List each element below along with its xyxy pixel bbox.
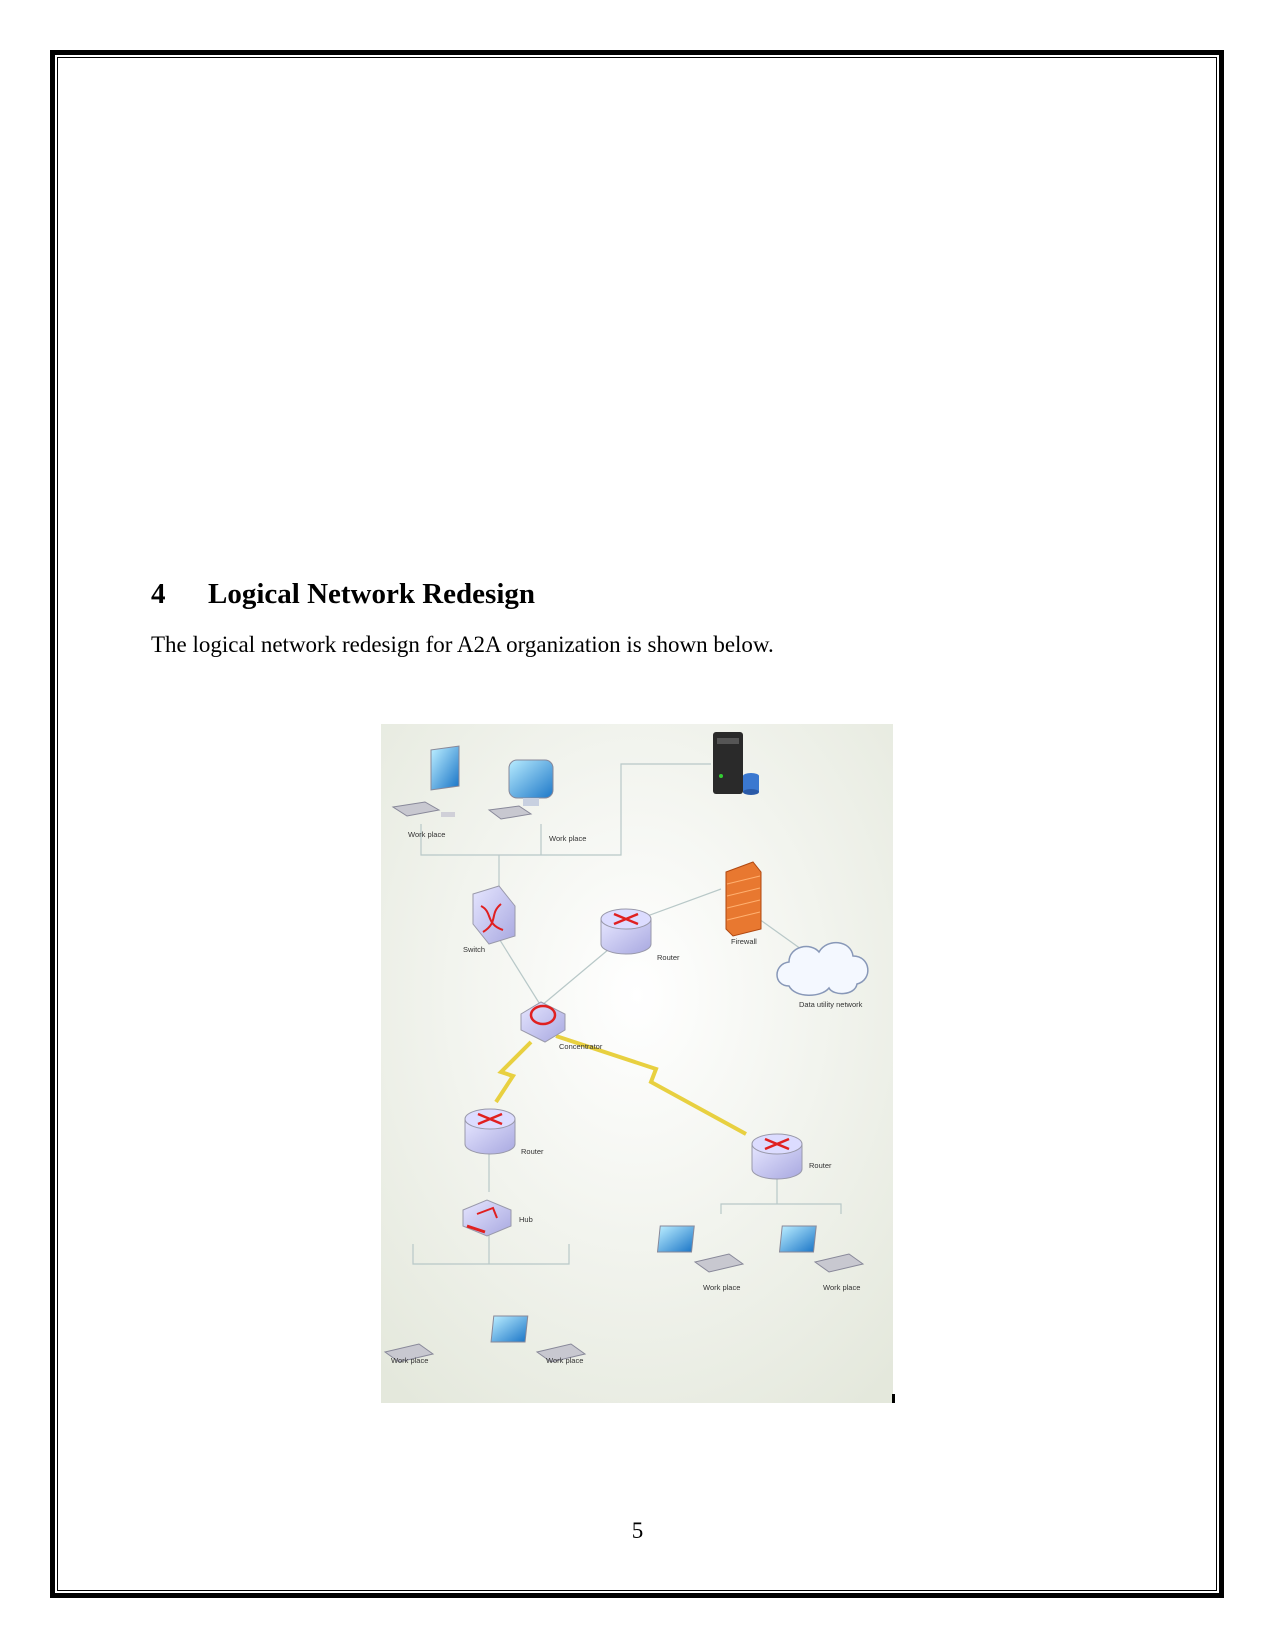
- workplace-6-icon: [778, 1225, 865, 1273]
- hub-label: Hub: [519, 1215, 533, 1224]
- network-diagram: Work place Work place Switch Router: [381, 724, 893, 1403]
- hub-icon: [462, 1199, 512, 1237]
- workplace-6-label: Work place: [823, 1283, 860, 1292]
- workplace-5-icon: [656, 1225, 745, 1273]
- wan-link-left: [494, 1040, 533, 1104]
- firewall-icon: [725, 861, 762, 937]
- workplace-1-label: Work place: [408, 830, 445, 839]
- workplace-3-icon: [383, 1343, 435, 1363]
- workplace-2-label: Work place: [549, 834, 586, 843]
- firewall-label: Firewall: [731, 937, 757, 946]
- router-left-icon: [464, 1108, 516, 1155]
- switch-icon: [472, 885, 516, 945]
- cloud-icon: [776, 942, 869, 996]
- workplace-5-label: Work place: [703, 1283, 740, 1292]
- router-left-label: Router: [521, 1147, 544, 1156]
- workplace-2-icon: [487, 759, 554, 820]
- concentrator-icon: [520, 1001, 566, 1043]
- intro-paragraph: The logical network redesign for A2A org…: [151, 632, 774, 657]
- workplace-3-label: Work place: [391, 1356, 428, 1365]
- router-right-icon: [751, 1133, 803, 1180]
- figure-corner-mark: [892, 1394, 895, 1403]
- workplace-4-label: Work place: [546, 1356, 583, 1365]
- section-number: 4: [151, 578, 166, 610]
- page-border-inner: [57, 57, 1217, 1591]
- page-number: 5: [631, 1518, 644, 1543]
- workplace-1-icon: [391, 745, 460, 817]
- section-title: Logical Network Redesign: [208, 578, 536, 610]
- workplace-4-icon: [490, 1315, 587, 1363]
- cloud-label: Data utility network: [799, 1000, 863, 1009]
- router-top-label: Router: [657, 953, 680, 962]
- concentrator-label: Concentrator: [559, 1042, 603, 1051]
- router-right-label: Router: [809, 1161, 832, 1170]
- section-heading: 4 Logical Network Redesign: [151, 578, 535, 611]
- page-border-outer: [50, 50, 1224, 1598]
- server-icon: [713, 732, 759, 795]
- connection-lines: [412, 763, 842, 1265]
- router-top-icon: [600, 908, 652, 955]
- wan-link-right: [555, 1034, 747, 1136]
- switch-label: Switch: [463, 945, 485, 954]
